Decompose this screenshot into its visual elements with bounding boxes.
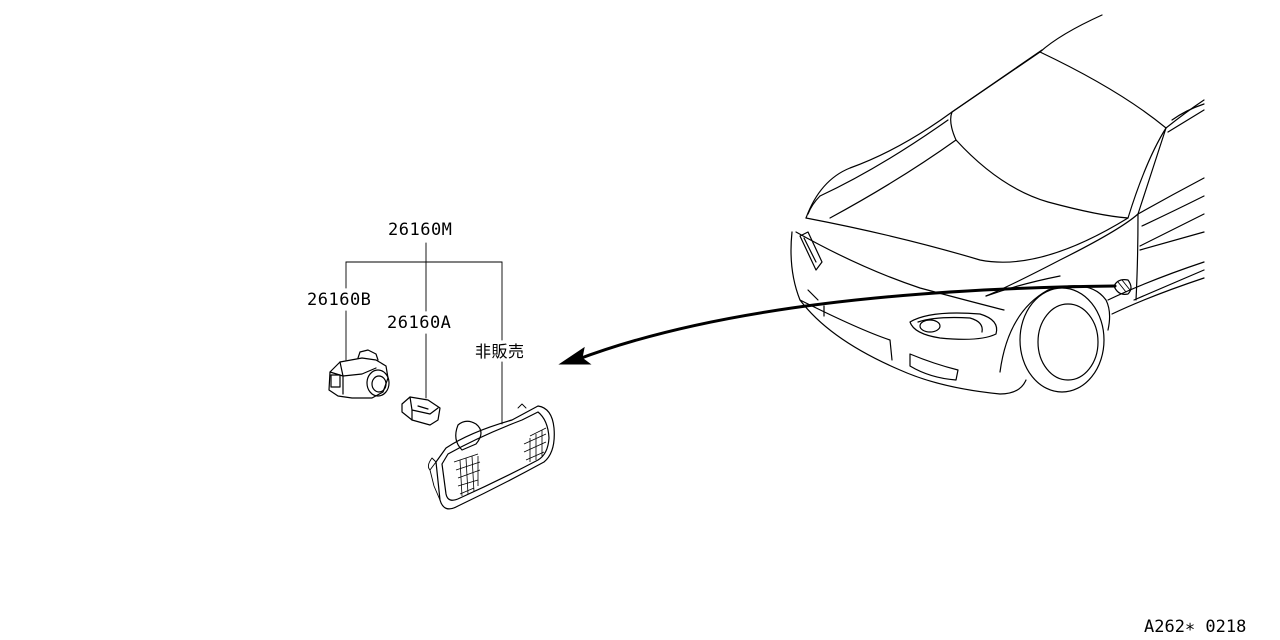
callout-26160A[interactable]: 26160A xyxy=(387,313,451,333)
callout-26160B[interactable]: 26160B xyxy=(307,290,371,310)
marker-lamp-part xyxy=(427,403,555,510)
socket-part xyxy=(328,349,390,399)
bulb-part xyxy=(401,396,441,426)
leader-lines xyxy=(345,242,503,425)
callout-26160M[interactable]: 26160M xyxy=(388,220,452,240)
lens-texture xyxy=(453,427,547,497)
callout-not-for-sale[interactable]: 非販売 xyxy=(475,342,525,361)
location-arrow xyxy=(558,284,1117,365)
callout-group: 26160M 26160B 26160A 非販売 xyxy=(307,220,525,425)
vehicle-illustration xyxy=(790,14,1205,395)
figure-code: A262∗ 0218 xyxy=(1144,617,1246,637)
